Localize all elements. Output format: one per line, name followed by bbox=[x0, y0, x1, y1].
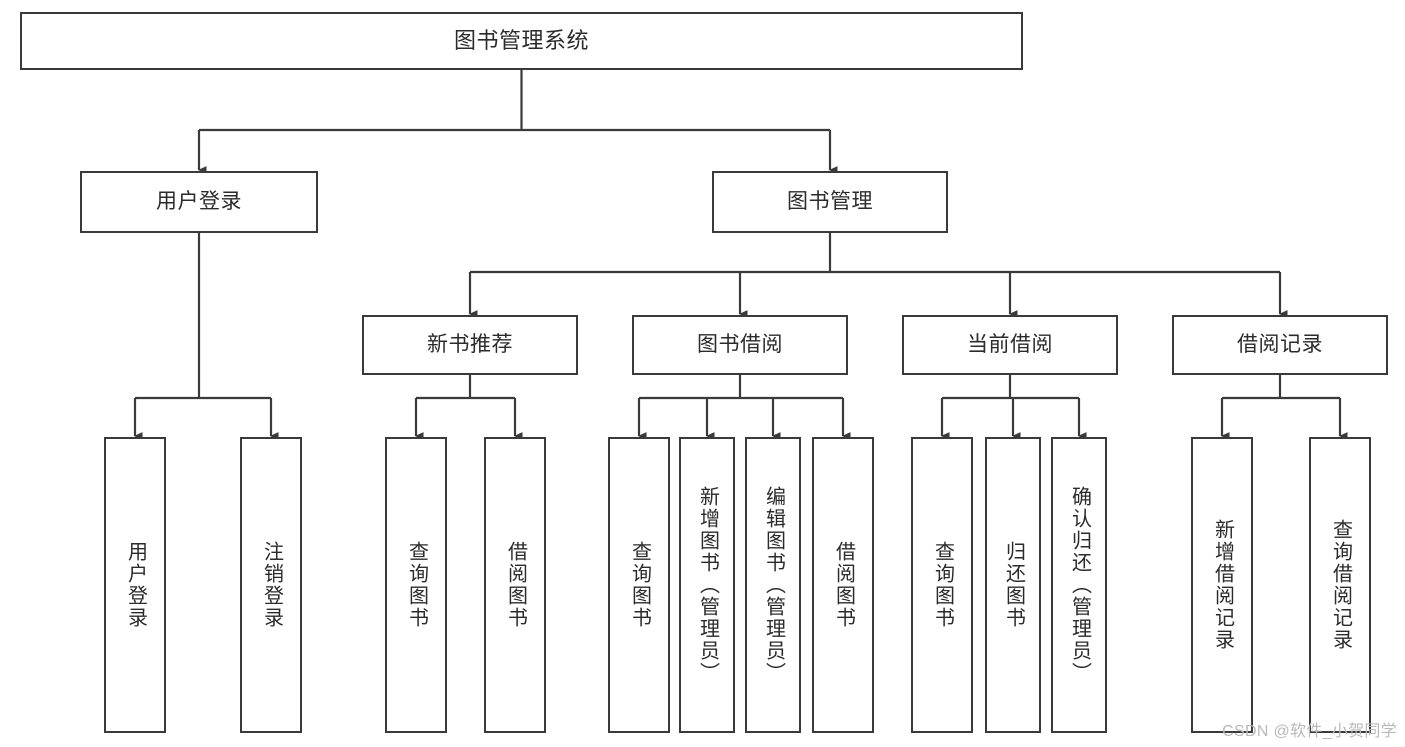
node-leaf-confirm-return-admin[interactable]: 确认归还（管理员） bbox=[1051, 437, 1107, 733]
node-label: 借阅图书 bbox=[832, 541, 855, 629]
node-label: 新书推荐 bbox=[427, 333, 513, 357]
node-label: 图书借阅 bbox=[697, 333, 783, 357]
node-leaf-return-book[interactable]: 归还图书 bbox=[985, 437, 1041, 733]
node-label: 借阅记录 bbox=[1237, 333, 1323, 357]
node-leaf-logout-login[interactable]: 注销登录 bbox=[240, 437, 302, 733]
node-current-borrow[interactable]: 当前借阅 bbox=[902, 315, 1118, 375]
node-leaf-borrow-book-recommend[interactable]: 借阅图书 bbox=[484, 437, 546, 733]
node-book-borrow[interactable]: 图书借阅 bbox=[632, 315, 848, 375]
node-leaf-edit-book-admin[interactable]: 编辑图书（管理员） bbox=[745, 437, 801, 733]
node-label: 注销登录 bbox=[260, 541, 283, 629]
node-leaf-user-login[interactable]: 用户登录 bbox=[104, 437, 166, 733]
node-borrow-record[interactable]: 借阅记录 bbox=[1172, 315, 1388, 375]
node-leaf-query-borrow-record[interactable]: 查询借阅记录 bbox=[1309, 437, 1371, 733]
node-label: 查询图书 bbox=[931, 541, 954, 629]
node-label: 新增借阅记录 bbox=[1211, 519, 1234, 651]
node-leaf-add-book-admin[interactable]: 新增图书（管理员） bbox=[679, 437, 735, 733]
node-leaf-query-book-recommend[interactable]: 查询图书 bbox=[385, 437, 447, 733]
node-label: 图书管理 bbox=[787, 190, 873, 214]
node-label: 用户登录 bbox=[124, 541, 147, 629]
node-leaf-query-book-borrow[interactable]: 查询图书 bbox=[608, 437, 670, 733]
node-label: 编辑图书（管理员） bbox=[762, 486, 785, 684]
node-book-management[interactable]: 图书管理 bbox=[712, 171, 948, 233]
node-root[interactable]: 图书管理系统 bbox=[20, 12, 1023, 70]
node-label: 归还图书 bbox=[1002, 541, 1025, 629]
node-label: 查询借阅记录 bbox=[1329, 519, 1352, 651]
node-label: 当前借阅 bbox=[967, 333, 1053, 357]
node-user-login[interactable]: 用户登录 bbox=[80, 171, 318, 233]
node-new-book-recommend[interactable]: 新书推荐 bbox=[362, 315, 578, 375]
node-label: 查询图书 bbox=[628, 541, 651, 629]
node-label: 新增图书（管理员） bbox=[696, 486, 719, 684]
node-leaf-query-book-current[interactable]: 查询图书 bbox=[911, 437, 973, 733]
watermark-text: CSDN @软件_小贺同学 bbox=[1222, 723, 1397, 740]
node-leaf-add-borrow-record[interactable]: 新增借阅记录 bbox=[1191, 437, 1253, 733]
node-label: 借阅图书 bbox=[504, 541, 527, 629]
node-label: 用户登录 bbox=[156, 190, 242, 214]
node-leaf-borrow-book[interactable]: 借阅图书 bbox=[812, 437, 874, 733]
node-label: 图书管理系统 bbox=[453, 27, 589, 53]
node-label: 确认归还（管理员） bbox=[1068, 486, 1091, 684]
node-label: 查询图书 bbox=[405, 541, 428, 629]
